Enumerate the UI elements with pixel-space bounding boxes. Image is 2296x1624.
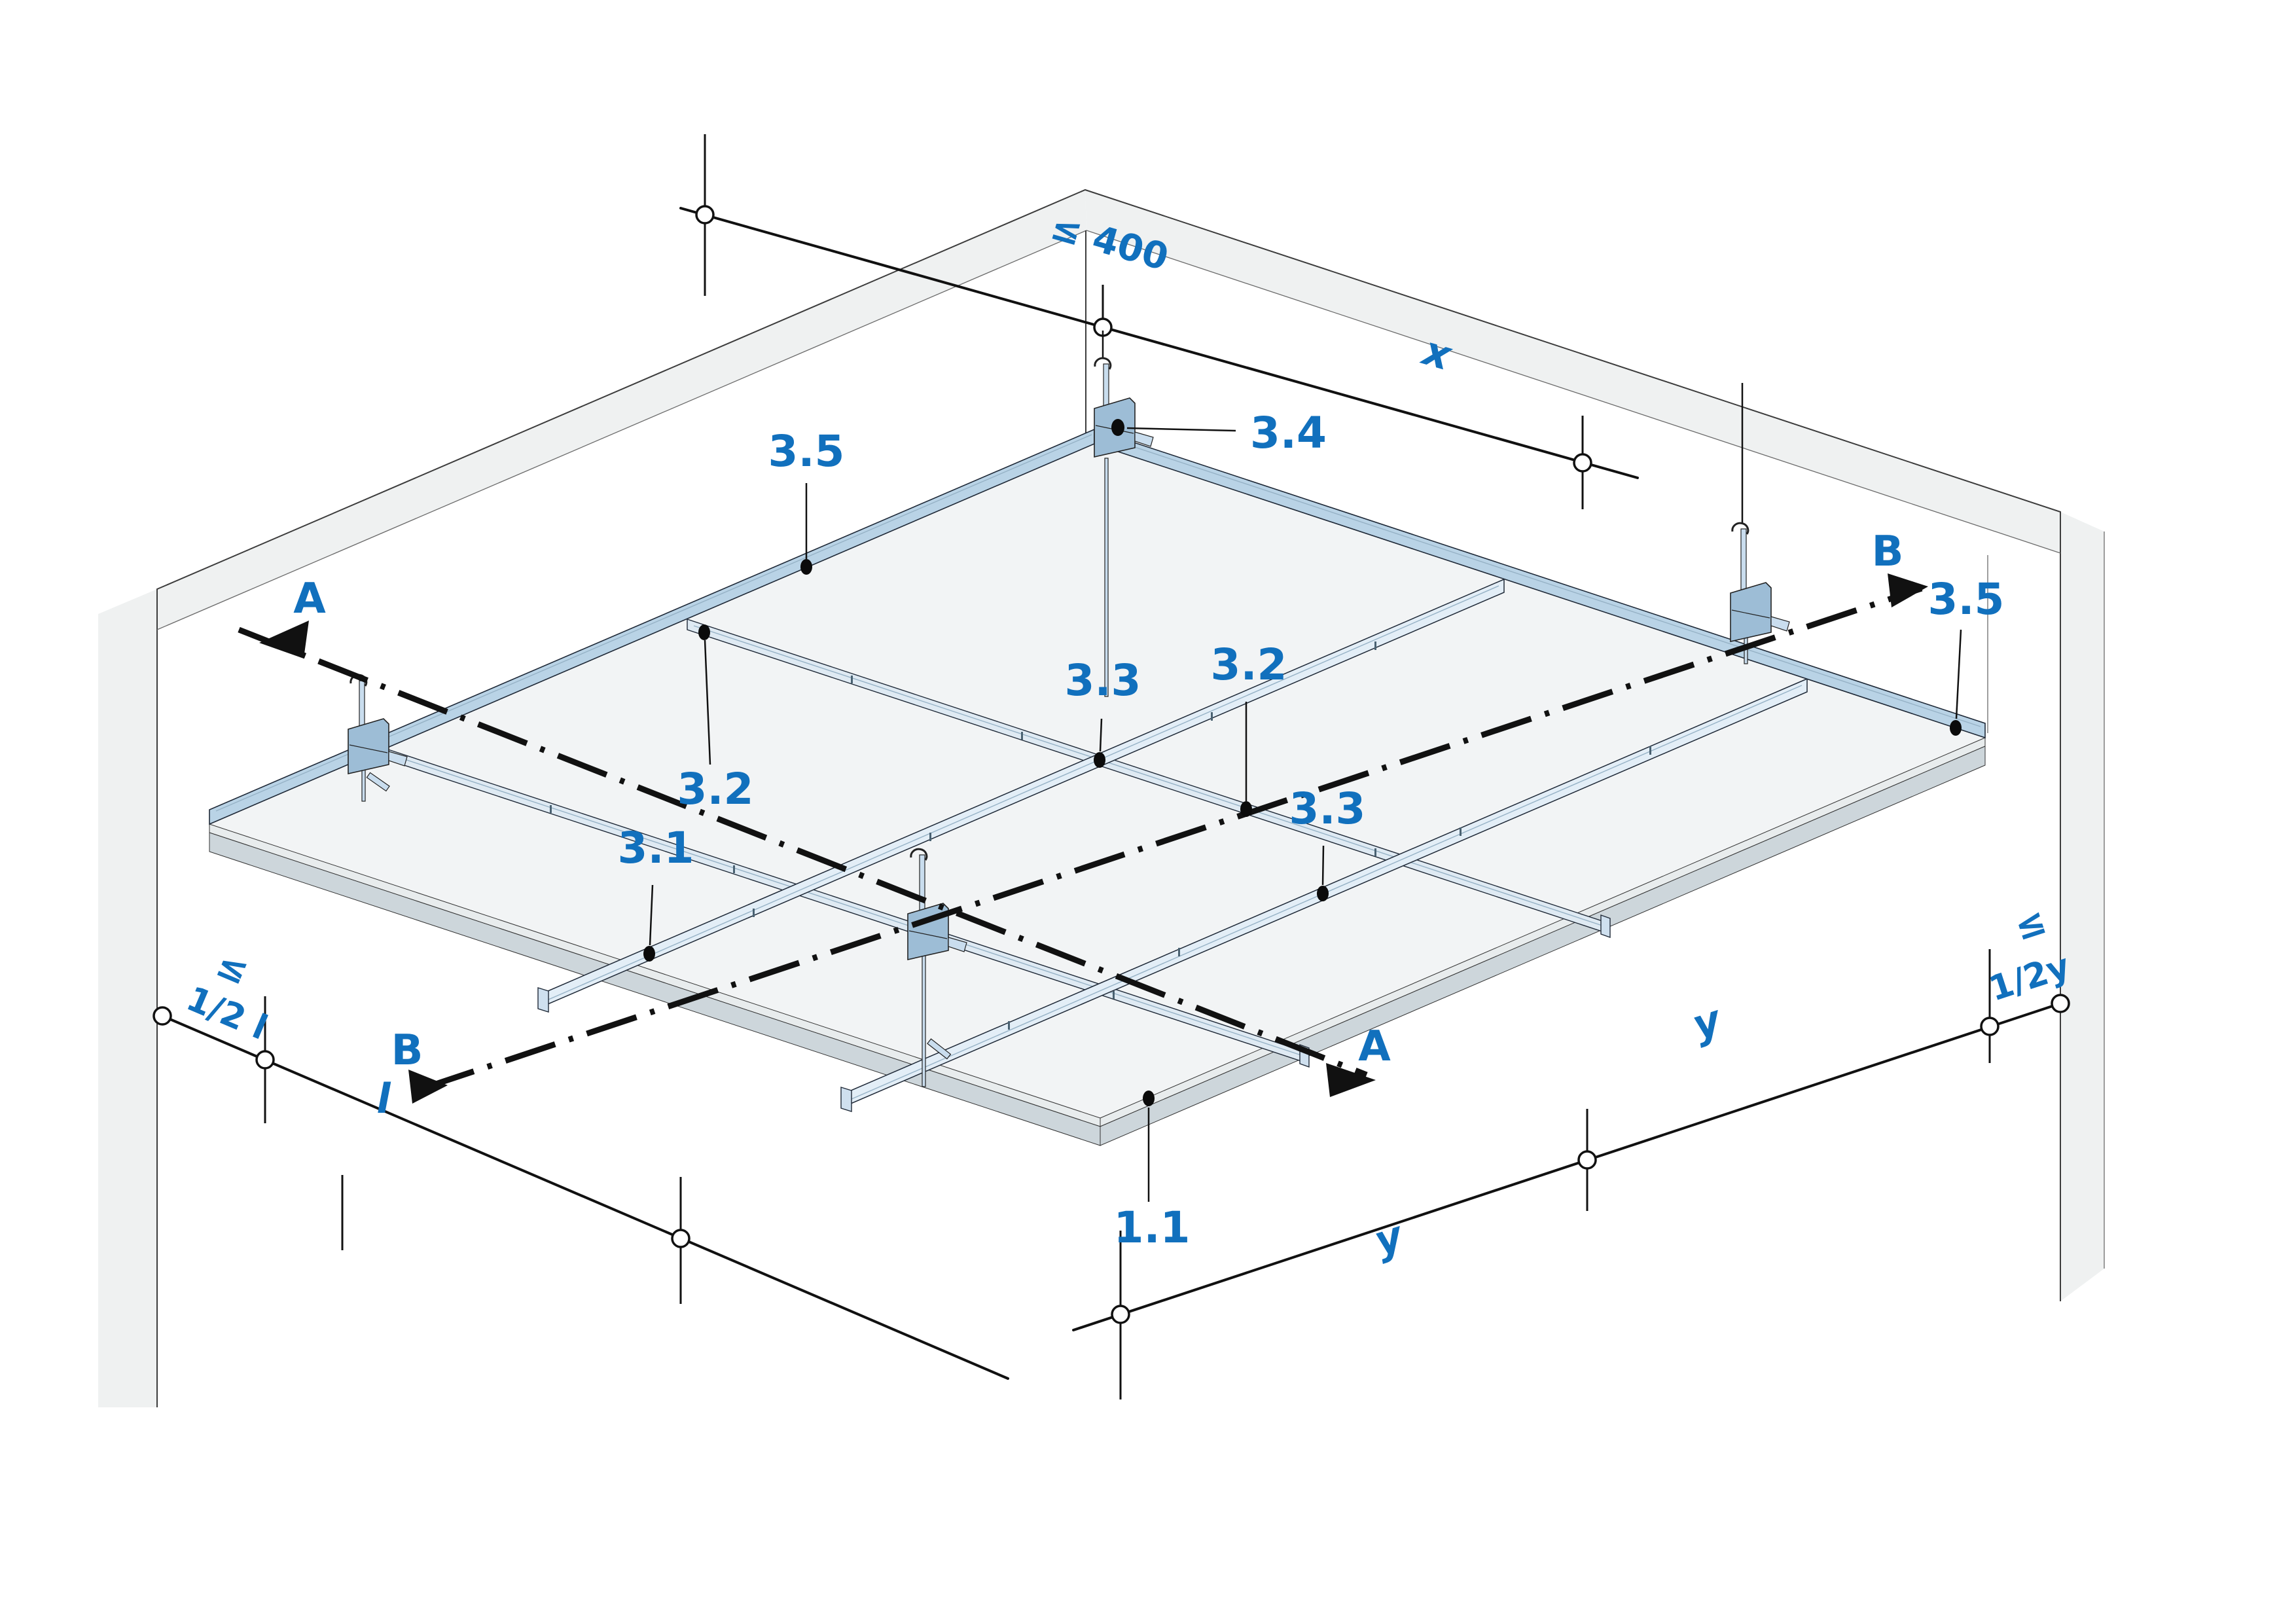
left-wall-inner-edge <box>156 230 1087 630</box>
label-cross-tee-short-center: 3.3 <box>1065 655 1141 706</box>
leader-dot-trim-top <box>800 559 812 575</box>
dimension-top <box>679 134 1639 509</box>
left-wall-top-band <box>157 190 1086 630</box>
label-leq-left: ≤ <box>210 943 255 994</box>
room-walls <box>98 189 2105 1407</box>
hanger-left <box>348 674 408 802</box>
leader-dot-tee-short-right <box>1317 886 1329 901</box>
runner-end-cap <box>537 987 549 1013</box>
dimension-left <box>152 996 1009 1380</box>
dim-node <box>152 1006 172 1026</box>
label-cross-tee-long-left: 3.2 <box>677 764 754 814</box>
label-cross-tee-long-right: 3.2 <box>1211 640 1287 690</box>
hanger-clip <box>1134 431 1154 447</box>
dim-node <box>2051 994 2070 1013</box>
label-dim-y-bottom: y <box>1369 1211 1410 1265</box>
section-b-arrow-end <box>1888 573 1928 607</box>
runner-end-cap <box>840 1087 852 1112</box>
label-ceiling-tile: 1.1 <box>1114 1202 1191 1253</box>
label-dim-l: l <box>376 1075 391 1123</box>
dim-node <box>1980 1017 2000 1036</box>
leader-dot-tee-long-left <box>698 624 710 640</box>
hanger-clip <box>1770 616 1790 632</box>
label-main-runner: 3.1 <box>618 823 694 873</box>
hanger-bracket <box>348 718 389 775</box>
right-wall-inner-edge <box>1086 230 2061 554</box>
hanger-hook <box>1094 357 1112 370</box>
section-a-line <box>238 621 1376 1097</box>
leader-dot-main-runner <box>643 946 655 962</box>
hanger-hook <box>910 848 928 861</box>
hanger-clip <box>388 751 408 767</box>
hanger-spring-clip <box>366 772 390 792</box>
hanger-clip <box>948 937 967 952</box>
right-wall-top-band <box>1085 190 2060 553</box>
section-marker-b-start: B <box>391 1026 423 1075</box>
section-b-line <box>408 573 1928 1104</box>
leader-dot-tee-short-center <box>1094 752 1105 768</box>
label-perimeter-trim-top: 3.5 <box>768 426 845 477</box>
section-marker-a-end: A <box>1358 1022 1391 1071</box>
main-runner-1 <box>537 578 1505 1013</box>
label-half-l: 1/2 l <box>181 979 273 1048</box>
leader-dot-trim-right <box>1950 720 1962 736</box>
dim-node <box>255 1050 275 1070</box>
part-leaders <box>643 419 1962 1202</box>
hanger-hook <box>1731 522 1749 535</box>
dim-node <box>1111 1305 1130 1324</box>
hanger-lower-rod <box>922 947 926 1087</box>
dim-node <box>1577 1150 1597 1170</box>
label-dim-y-right: y <box>1687 995 1728 1049</box>
leader-dot-tile <box>1143 1091 1155 1106</box>
dim-node <box>671 1229 691 1248</box>
hanger-right <box>1730 383 1790 664</box>
leader-dot-hanger <box>1111 419 1124 436</box>
wall-outer-edges <box>156 189 2061 1407</box>
dimension-bottom <box>1072 949 2070 1399</box>
right-wall-outer-strip <box>2060 512 2104 1301</box>
label-hanger: 3.4 <box>1250 408 1327 458</box>
label-leq-right: ≤ <box>2009 899 2052 949</box>
section-marker-a-start: A <box>293 575 326 623</box>
leader-dot-tee-long-right <box>1240 801 1252 817</box>
hanger-spring-clip <box>927 1038 952 1060</box>
hanger-lower-rod <box>1104 458 1109 697</box>
section-b-arrow-start <box>408 1070 448 1104</box>
left-wall-outer-strip <box>98 589 157 1407</box>
section-a-arrow-start <box>259 621 309 659</box>
tile-front-left-thickness <box>209 832 1101 1146</box>
section-marker-b-end: B <box>1872 528 1904 576</box>
cross-tee-long-1 <box>687 619 1611 938</box>
label-perimeter-trim-right: 3.5 <box>1928 574 2005 624</box>
dim-node <box>695 205 715 225</box>
hanger-bracket <box>1730 582 1772 643</box>
dim-node <box>1573 453 1592 473</box>
label-cross-tee-short-right: 3.3 <box>1289 784 1366 834</box>
section-a-arrow-end <box>1326 1063 1376 1097</box>
